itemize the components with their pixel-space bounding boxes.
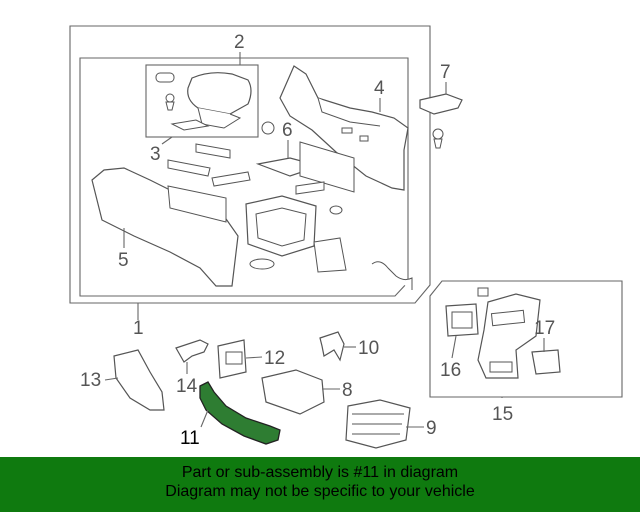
callout-6: 6	[282, 120, 293, 141]
callout-14: 14	[176, 376, 198, 397]
lower-bracket	[261, 369, 325, 415]
callout-9: 9	[426, 418, 437, 439]
callout-2: 2	[234, 32, 245, 53]
cup-holder-mechanism	[211, 121, 355, 273]
small-bracket	[175, 339, 209, 363]
callout-8: 8	[342, 380, 353, 401]
unit-box	[345, 399, 411, 449]
assembly-2-frame	[79, 57, 409, 297]
bracket	[419, 93, 463, 149]
callout-5: 5	[118, 250, 129, 271]
switch-bezel	[217, 339, 247, 379]
trim-panel	[445, 287, 561, 379]
callout-15: 15	[492, 404, 513, 425]
armrest-lid	[155, 72, 252, 131]
callout-16: 16	[440, 360, 461, 381]
callout-17: 17	[534, 318, 555, 339]
side-panel	[279, 65, 409, 191]
callout-7: 7	[440, 62, 451, 83]
banner-line-1: Part or sub-assembly is #11 in diagram	[181, 464, 459, 481]
callout-4: 4	[374, 78, 385, 99]
part-11-highlighted	[199, 381, 281, 445]
info-banner: Part or sub-assembly is #11 in diagram D…	[0, 457, 640, 512]
callout-1: 1	[133, 318, 144, 339]
banner-line-2: Diagram may not be specific to your vehi…	[165, 483, 475, 500]
assembly-3-frame	[145, 64, 259, 138]
callout-11: 11	[180, 428, 200, 449]
callout-10: 10	[358, 338, 379, 359]
clip	[319, 331, 345, 362]
callout-3: 3	[150, 144, 161, 165]
parts-diagram: 2 3 4 7 6 5 1 13 14 12 10 8 9 11 16 17 1…	[69, 25, 623, 449]
assembly-1-frame	[69, 25, 431, 304]
console-body	[91, 143, 239, 287]
assembly-15-frame	[429, 280, 623, 398]
wire-harness	[371, 261, 413, 290]
side-cover	[113, 349, 165, 411]
callout-13: 13	[80, 370, 101, 391]
callout-12: 12	[264, 348, 285, 369]
